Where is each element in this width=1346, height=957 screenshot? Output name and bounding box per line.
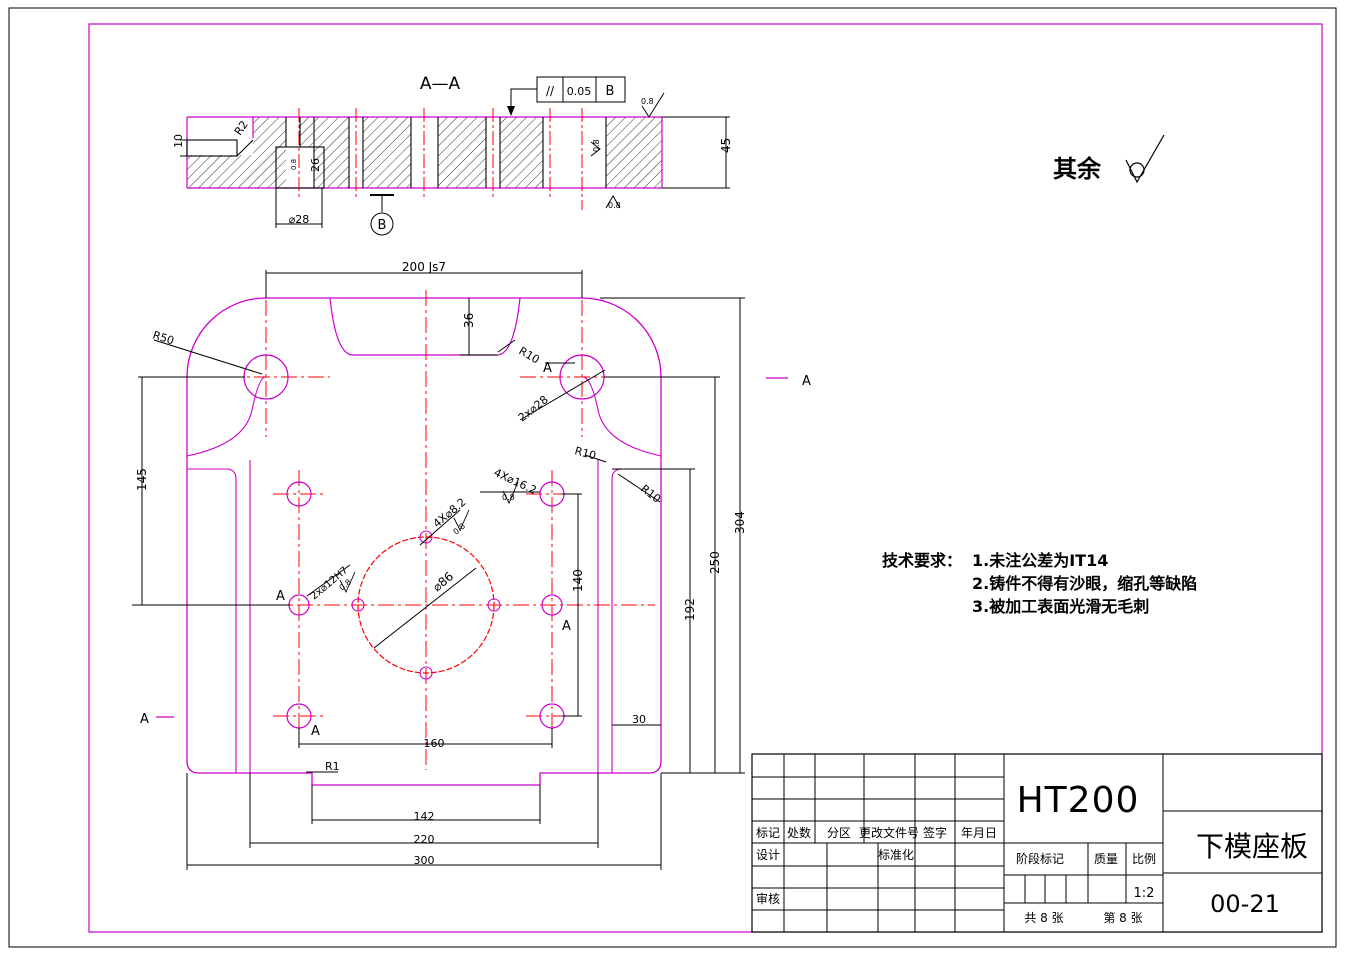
dim-10: 10 xyxy=(172,134,185,148)
hole-8 xyxy=(419,666,433,680)
section-mark: A xyxy=(802,374,811,389)
datum-b-symbol xyxy=(370,212,394,236)
material: HT200 xyxy=(1017,780,1140,821)
dim-192: 192 xyxy=(683,598,697,621)
dim-d28: ⌀28 xyxy=(289,213,310,226)
hole-8 xyxy=(487,598,501,612)
title-block: HT200 下模座板 00-21 标记 处数 分区 更改文件号 签字 年月日 设… xyxy=(751,753,1323,933)
header-cell: 更改文件号 xyxy=(859,825,919,840)
section-hatch xyxy=(300,117,313,147)
dim-160: 160 xyxy=(424,737,445,750)
header-cell: 签字 xyxy=(923,825,947,840)
dim-30: 30 xyxy=(632,713,646,726)
header-cell: 分区 xyxy=(827,826,851,840)
requirement-item: 1.未注公差为IT14 xyxy=(972,551,1108,570)
drawing-frame xyxy=(88,23,1323,933)
sheet-border xyxy=(8,7,1337,948)
roughness-label: 0.8 xyxy=(592,139,601,152)
dim-145: 145 xyxy=(135,468,149,491)
technical-requirements: 技术要求： 1.未注公差为IT14 2.铸件不得有沙眼，缩孔等缺陷 3.被加工表… xyxy=(882,551,1197,616)
dim-r10: R10 xyxy=(517,344,542,366)
tolerance-frame xyxy=(536,76,626,103)
header-cell: 标记 xyxy=(756,826,780,840)
roughness-label: 0.8 xyxy=(608,201,621,210)
section-hatch xyxy=(314,117,349,188)
requirements-heading: 技术要求： xyxy=(882,551,962,570)
dim-r2: R2 xyxy=(232,118,251,137)
section-mark: A xyxy=(311,724,320,739)
dim-45: 45 xyxy=(719,138,733,153)
section-hatch xyxy=(187,155,253,188)
dim-140: 140 xyxy=(571,569,585,592)
requirement-item: 3.被加工表面光滑无毛刺 xyxy=(972,597,1149,616)
scale-label: 比例 xyxy=(1132,852,1156,866)
hole-8 xyxy=(419,530,433,544)
scale-value: 1:2 xyxy=(1134,886,1155,901)
plan-view: 200 Js7 36 R10 R50 2x⌀28 145 R10 R10 4X⌀… xyxy=(132,260,811,870)
dim-300: 300 xyxy=(414,854,435,867)
tolerance-value: 0.05 xyxy=(567,85,592,98)
dim-r10: R10 xyxy=(573,444,597,462)
section-hatch xyxy=(438,117,486,188)
roughness-label: 0.8 xyxy=(502,493,515,502)
hole-pin xyxy=(541,594,563,616)
part-name: 下模座板 xyxy=(1196,830,1308,863)
dim-r1: R1 xyxy=(325,760,340,773)
review-label: 审核 xyxy=(756,891,780,906)
dim-250: 250 xyxy=(708,551,722,574)
standard-label: 标准化 xyxy=(878,848,914,862)
roughness-icon xyxy=(1125,134,1165,184)
weight-label: 质量 xyxy=(1094,852,1118,866)
roughness-label: 0.8 xyxy=(641,97,654,106)
hole-8 xyxy=(351,598,365,612)
datum-b-label: B xyxy=(378,218,387,233)
section-hatch xyxy=(363,117,411,188)
section-mark: A xyxy=(543,361,552,376)
parallel-symbol: // xyxy=(546,84,555,98)
requirement-item: 2.铸件不得有沙眼，缩孔等缺陷 xyxy=(972,574,1197,593)
section-view: A—A xyxy=(172,74,733,236)
circle-86 xyxy=(357,536,495,674)
drawing-number: 00-21 xyxy=(1210,890,1280,918)
dim-304: 304 xyxy=(733,511,747,534)
roughness-label: 0.8 xyxy=(452,521,468,536)
roughness-label: 0.8 xyxy=(290,159,298,170)
dim-142: 142 xyxy=(414,810,435,823)
dim-r50: R50 xyxy=(151,328,176,347)
roughness-icon xyxy=(590,92,665,209)
section-mark: A xyxy=(276,589,285,604)
section-hatch xyxy=(253,117,286,188)
section-label: A—A xyxy=(420,74,461,94)
dim-26: 26 xyxy=(309,158,322,172)
section-mark: A xyxy=(140,712,149,727)
sheets-total: 共 8 张 xyxy=(1024,911,1063,925)
dim-220: 220 xyxy=(414,833,435,846)
section-mark: A xyxy=(562,619,571,634)
design-label: 设计 xyxy=(756,848,780,862)
section-hatch xyxy=(500,117,543,188)
header-cell: 处数 xyxy=(787,825,811,840)
stage-label: 阶段标记 xyxy=(1016,851,1064,866)
roughness-icon xyxy=(339,481,519,594)
sheet-number: 第 8 张 xyxy=(1103,911,1142,925)
dim-86: ⌀86 xyxy=(430,569,456,594)
dim-2x28: 2x⌀28 xyxy=(516,393,551,424)
dim-200: 200 Js7 xyxy=(402,260,446,274)
hole-16 xyxy=(286,481,312,507)
section-hatch xyxy=(606,117,662,188)
header-cell: 年月日 xyxy=(961,826,997,840)
surface-note: 其余 xyxy=(1053,134,1165,184)
top-notch xyxy=(329,297,521,356)
tolerance-datum: B xyxy=(606,84,615,99)
surface-note-label: 其余 xyxy=(1053,155,1102,183)
dim-36: 36 xyxy=(462,313,476,328)
